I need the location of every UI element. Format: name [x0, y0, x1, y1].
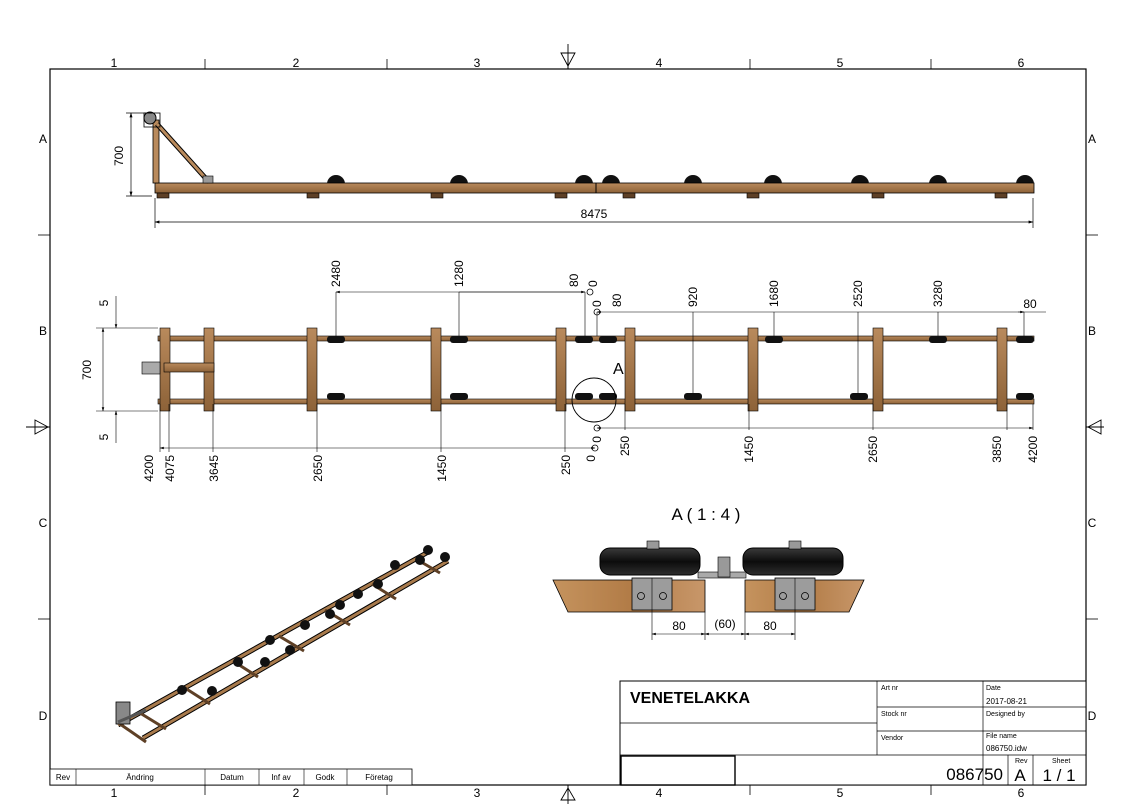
dim-bottom: 1450: [435, 455, 449, 482]
dim-top: 2520: [851, 280, 865, 307]
date-value: 2017-08-21: [986, 697, 1027, 706]
detail-dim: 80: [763, 619, 777, 633]
drawing-number: 086750: [946, 765, 1003, 784]
dim-top: 0: [590, 300, 604, 307]
dim-top: 1280: [452, 260, 466, 287]
row-label: A: [1088, 132, 1096, 146]
centering-marks: [26, 44, 1104, 804]
rev-header: Inf av: [271, 773, 291, 782]
dim-bottom: 2650: [311, 455, 325, 482]
row-label: C: [39, 516, 48, 530]
revision-table: Rev Ändring Datum Inf av Godk Företag: [49, 768, 413, 786]
dim-bottom: 0: [584, 455, 598, 462]
detail-title: A ( 1 : 4 ): [672, 505, 741, 524]
detail-dim: 80: [672, 619, 686, 633]
dim-top: 80: [567, 273, 581, 287]
col-label: 1: [111, 786, 118, 800]
detail-callout: A: [613, 361, 624, 378]
row-label: B: [1088, 324, 1096, 338]
stock-nr-label: Stock nr: [881, 711, 907, 718]
dim-bottom-offset: 5: [97, 433, 111, 440]
rev-header: Rev: [56, 773, 70, 782]
dim-top: 3280: [931, 280, 945, 307]
dim-bottom: 3850: [990, 436, 1004, 463]
dim-overall-length: 8475: [581, 207, 608, 221]
dim-height: 700: [112, 146, 126, 166]
col-label: 5: [837, 786, 844, 800]
date-label: Date: [986, 685, 1001, 692]
col-label: 3: [474, 786, 481, 800]
dim-top: 80: [610, 293, 624, 307]
col-label: 5: [837, 56, 844, 70]
designed-by-label: Designed by: [986, 711, 1025, 718]
row-label: D: [39, 709, 48, 723]
dim-track-width: 700: [80, 360, 94, 380]
row-label: A: [39, 132, 47, 146]
rev-value: A: [1014, 766, 1026, 785]
col-label: 2: [293, 56, 300, 70]
drawing-title: VENETELAKKA: [630, 690, 750, 707]
row-label: C: [1088, 516, 1097, 530]
dim-bottom: 4075: [163, 455, 177, 482]
title-block: VENETELAKKA Art nr Stock nr Vendor Date …: [619, 680, 1087, 786]
dim-top: 80: [1023, 297, 1037, 311]
row-label: D: [1088, 709, 1097, 723]
dim-bottom: 4200: [142, 455, 156, 482]
dim-top: 0: [586, 280, 600, 287]
col-label: 6: [1018, 56, 1025, 70]
col-label: 1: [111, 56, 118, 70]
isometric-view: [115, 545, 450, 744]
rev-header: Godk: [315, 773, 335, 782]
dim-bottom: 250: [559, 455, 573, 475]
dim-bottom: 1450: [742, 436, 756, 463]
col-label: 2: [293, 786, 300, 800]
detail-dim: (60): [714, 617, 735, 631]
col-label: 6: [1018, 786, 1025, 800]
col-label: 4: [656, 786, 663, 800]
col-label: 4: [656, 56, 663, 70]
dim-bottom: 4200: [1026, 436, 1040, 463]
col-label: 3: [474, 56, 481, 70]
side-view: 700 8475: [112, 111, 1035, 228]
sheet-label: Sheet: [1052, 758, 1070, 765]
dim-top: 920: [686, 287, 700, 307]
detail-view-a: A ( 1 : 4 ) 80 (60) 80: [552, 505, 865, 640]
drawing-frame: [26, 44, 1104, 804]
art-nr-label: Art nr: [881, 685, 899, 692]
top-view: A: [80, 260, 1046, 482]
dim-top: 2480: [329, 260, 343, 287]
dim-bottom: 250: [618, 436, 632, 456]
dim-bottom: 2650: [866, 436, 880, 463]
row-label: B: [39, 324, 47, 338]
dim-top-offset: 5: [97, 299, 111, 306]
dim-bottom: 0: [590, 436, 604, 443]
vendor-label: Vendor: [881, 735, 904, 742]
file-name-value: 086750.idw: [986, 744, 1027, 753]
rev-header: Företag: [365, 773, 393, 782]
rev-header: Ändring: [126, 773, 154, 782]
dim-top: 1680: [767, 280, 781, 307]
rev-header: Datum: [220, 773, 244, 782]
sheet-value: 1 / 1: [1042, 766, 1075, 785]
file-name-label: File name: [986, 733, 1017, 740]
dim-bottom: 3645: [207, 455, 221, 482]
rev-label: Rev: [1015, 758, 1028, 765]
